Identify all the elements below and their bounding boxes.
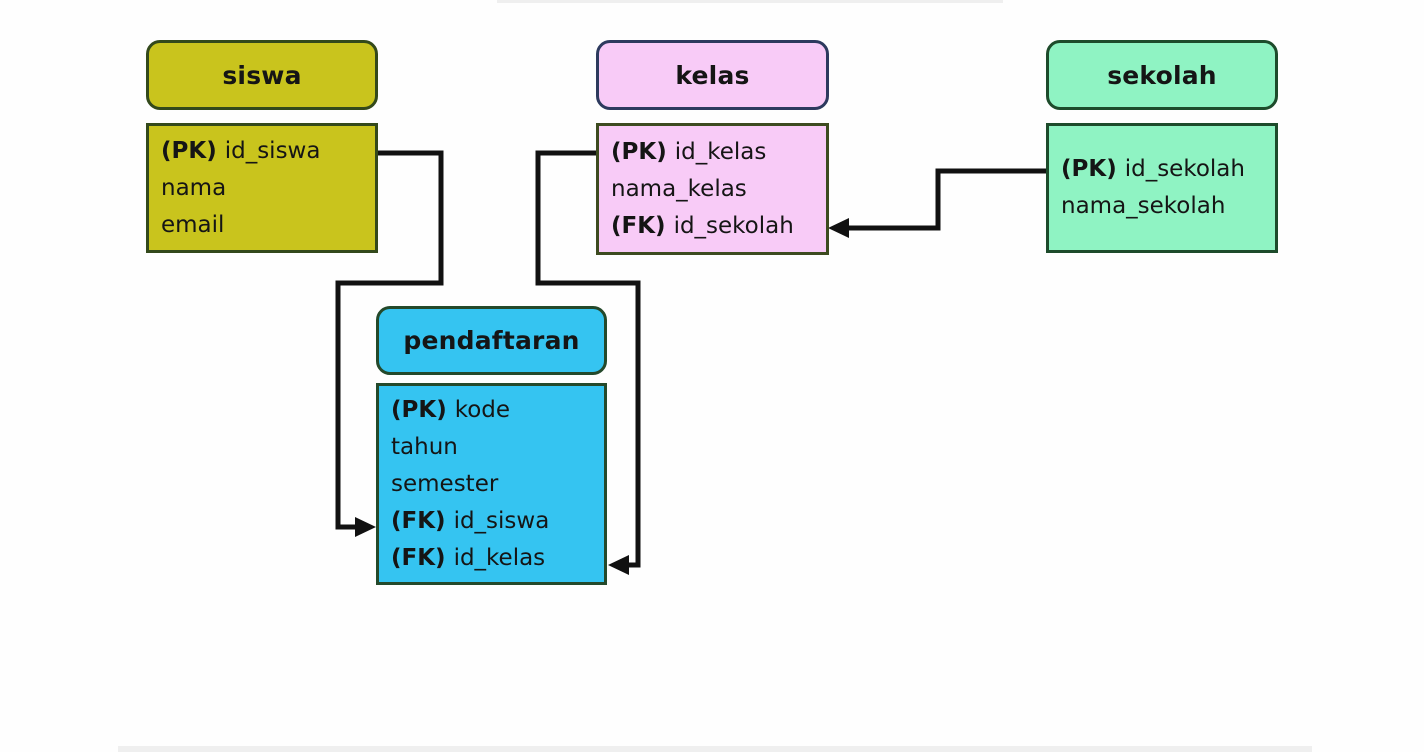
field-name: nama_kelas bbox=[611, 175, 747, 202]
field-row: (PK) kode bbox=[391, 392, 604, 429]
entity-title-siswa: siswa bbox=[222, 60, 302, 90]
field-name: id_sekolah bbox=[673, 212, 794, 239]
field-tag: (PK) bbox=[611, 138, 667, 165]
field-name: email bbox=[161, 211, 225, 238]
field-tag: (FK) bbox=[611, 212, 666, 239]
field-row: nama_sekolah bbox=[1061, 188, 1275, 225]
field-tag: (FK) bbox=[391, 507, 446, 534]
arrowhead-siswa-pendaftaran bbox=[355, 517, 376, 537]
entity-body-kelas: (PK) id_kelas nama_kelas (FK) id_sekolah bbox=[596, 123, 829, 255]
field-name: semester bbox=[391, 470, 499, 497]
field-row: (PK) id_siswa bbox=[161, 133, 375, 170]
entity-header-pendaftaran: pendaftaran bbox=[376, 306, 607, 375]
field-row: tahun bbox=[391, 429, 604, 466]
field-name: id_kelas bbox=[453, 544, 546, 571]
entity-body-siswa: (PK) id_siswa nama email bbox=[146, 123, 378, 253]
entity-header-siswa: siswa bbox=[146, 40, 378, 110]
entity-pendaftaran: pendaftaran (PK) kode tahun semester (FK)… bbox=[376, 306, 607, 585]
field-tag: (PK) bbox=[161, 137, 217, 164]
field-name: id_siswa bbox=[224, 137, 321, 164]
entity-title-sekolah: sekolah bbox=[1107, 60, 1217, 90]
entity-body-pendaftaran: (PK) kode tahun semester (FK) id_siswa (FK… bbox=[376, 383, 607, 585]
field-row: (PK) id_sekolah bbox=[1061, 151, 1275, 188]
field-row: (FK) id_sekolah bbox=[611, 208, 826, 245]
field-name: id_sekolah bbox=[1124, 156, 1245, 182]
entity-title-pendaftaran: pendaftaran bbox=[403, 326, 580, 355]
field-name: kode bbox=[454, 396, 511, 423]
field-name: id_siswa bbox=[453, 507, 550, 534]
entity-title-kelas: kelas bbox=[675, 60, 750, 90]
field-tag: (FK) bbox=[391, 544, 446, 571]
bottom-edge-artifact bbox=[118, 746, 1312, 752]
field-tag: (PK) bbox=[1061, 156, 1117, 182]
arrowhead-kelas-pendaftaran bbox=[608, 555, 629, 575]
field-name: nama_sekolah bbox=[1061, 193, 1226, 219]
field-tag: (PK) bbox=[391, 396, 447, 423]
arrowhead-sekolah-kelas bbox=[828, 218, 849, 238]
entity-sekolah: sekolah (PK) id_sekolah nama_sekolah bbox=[1046, 40, 1278, 253]
field-row: email bbox=[161, 207, 375, 244]
field-name: id_kelas bbox=[674, 138, 767, 165]
field-row: (FK) id_siswa bbox=[391, 503, 604, 540]
field-row: (PK) id_kelas bbox=[611, 134, 826, 171]
field-row: semester bbox=[391, 466, 604, 503]
field-row: nama_kelas bbox=[611, 171, 826, 208]
entity-header-kelas: kelas bbox=[596, 40, 829, 110]
entity-siswa: siswa (PK) id_siswa nama email bbox=[146, 40, 378, 253]
entity-header-sekolah: sekolah bbox=[1046, 40, 1278, 110]
top-edge-artifact bbox=[497, 0, 1003, 3]
connector-sekolah-kelas bbox=[849, 168, 1046, 231]
field-name: tahun bbox=[391, 433, 458, 460]
field-row: (FK) id_kelas bbox=[391, 540, 604, 577]
field-name: nama bbox=[161, 174, 227, 201]
entity-body-sekolah: (PK) id_sekolah nama_sekolah bbox=[1046, 123, 1278, 253]
field-row: nama bbox=[161, 170, 375, 207]
entity-kelas: kelas (PK) id_kelas nama_kelas (FK) id_sek… bbox=[596, 40, 829, 255]
